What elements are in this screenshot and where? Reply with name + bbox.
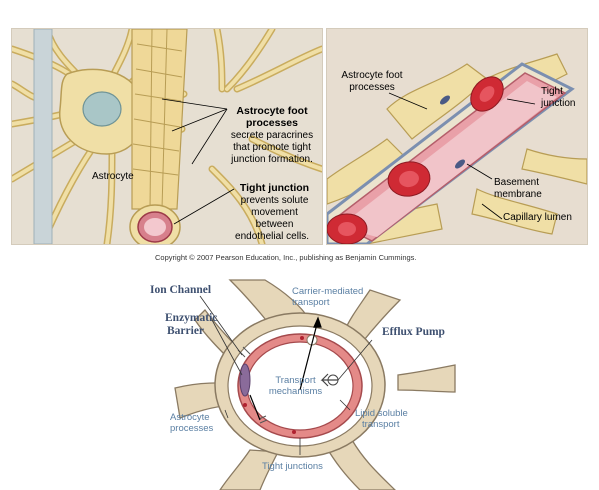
tight-junction-desc-1: prevents solute <box>240 195 309 206</box>
astrocyte-label: Astrocyte <box>92 171 134 182</box>
endothelial-nuclei <box>440 95 465 169</box>
astrocyte-nucleus <box>82 91 122 127</box>
transport-mechanisms-label-1: Transport <box>275 375 316 386</box>
tight-junction-desc-4: endothelial cells. <box>235 231 309 242</box>
astrocyte-overview-panel: Astrocyte Astrocyte foot processes secre… <box>11 28 323 245</box>
enzymatic-barrier-label-1: Enzymatic <box>165 312 218 324</box>
foot-processes-desc-3: junction formation. <box>231 154 313 165</box>
astrocyte-processes-label-1: Astrocyte <box>170 412 210 423</box>
lipid-soluble-label-2: transport <box>362 419 400 430</box>
lipid-soluble-label-1: Lipid soluble <box>355 408 408 419</box>
wrapped-capillary <box>131 29 188 210</box>
left-pointer-lines <box>161 98 235 225</box>
transport-arrows <box>249 316 322 421</box>
copyright-notice: Copyright © 2007 Pearson Education, Inc.… <box>155 253 417 262</box>
efflux-pump-label: Efflux Pump <box>382 326 445 338</box>
tight-junction-title: Tight junction <box>239 182 310 194</box>
basement-membrane-label-1: Basement <box>494 177 540 188</box>
basement-membrane-label-2: membrane <box>494 189 542 200</box>
tight-junctions-label: Tight junctions <box>262 461 323 472</box>
foot-processes-desc-1: secrete paracrines <box>230 130 314 141</box>
foot-processes-label-2: processes <box>349 82 395 93</box>
tight-junction-desc-3: between <box>255 219 294 230</box>
enzymatic-barrier-label-2: Barrier <box>167 325 205 337</box>
endothelial-nucleus <box>239 363 251 397</box>
right-pointer-lines <box>388 92 536 220</box>
foot-processes-label-1: Astrocyte foot <box>341 70 403 81</box>
foot-processes-desc-2: that promote tight <box>233 142 311 153</box>
astrocyte-overview-illustration <box>12 29 322 244</box>
tight-junction-desc-2: movement <box>251 207 298 218</box>
foot-processes-title-1: Astrocyte foot <box>236 105 308 117</box>
capillary-closeup-illustration <box>327 53 587 244</box>
transport-mechanisms-label-2: mechanisms <box>268 386 323 397</box>
carrier-transporter <box>306 334 318 346</box>
ion-channel-label: Ion Channel <box>150 284 212 296</box>
astrocyte-processes-label-2: processes <box>170 423 214 434</box>
capillary-closeup-panel: Astrocyte foot processes Tight junction … <box>326 28 588 245</box>
capillary-lumen-label: Capillary lumen <box>503 212 572 223</box>
left-vessel <box>33 29 53 244</box>
capillary-lumen <box>339 81 557 237</box>
carrier-mediated-label-2: transport <box>292 297 330 308</box>
tight-junction-label-2: junction <box>541 98 576 109</box>
foot-processes-title-2: processes <box>246 117 298 129</box>
carrier-mediated-label-1: Carrier-mediated <box>292 286 364 297</box>
tight-junction-label-1: Tight <box>541 86 563 97</box>
